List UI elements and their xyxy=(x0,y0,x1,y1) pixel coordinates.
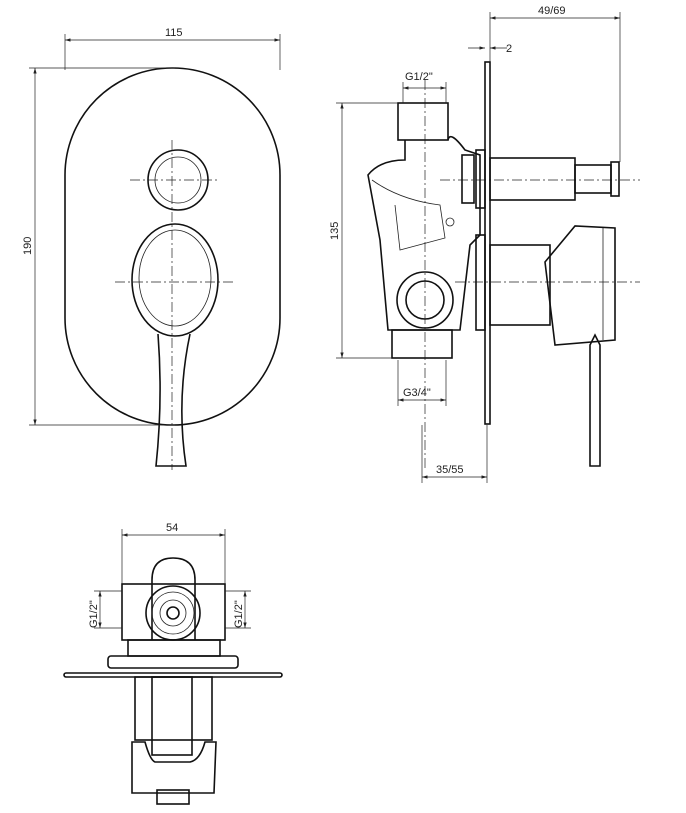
bottom-view: 54 G1/2" G1/2" xyxy=(63,522,283,805)
valve-body xyxy=(367,135,481,331)
lever-side xyxy=(589,333,601,467)
lever xyxy=(155,333,191,467)
dim-left-g12: G1/2" xyxy=(88,600,100,628)
side-view: 49/69 2 G1/2" 135 G3/4" 35/55 xyxy=(329,5,640,483)
lever-tip xyxy=(156,789,190,805)
diverter-button xyxy=(147,149,209,211)
dim-wall-35-55: 35/55 xyxy=(436,464,464,476)
top-inlet xyxy=(397,102,449,141)
dim-depth-49-69: 49/69 xyxy=(538,5,566,17)
front-view: 115 190 xyxy=(22,27,281,470)
dim-width-115: 115 xyxy=(165,27,183,39)
handle-bottom xyxy=(131,741,217,794)
dim-top-g12: G1/2" xyxy=(405,71,433,83)
dim-bottom-g34: G3/4" xyxy=(403,387,431,399)
bottom-outlet xyxy=(391,329,453,359)
cover-plate xyxy=(64,67,281,426)
dim-width-54: 54 xyxy=(166,522,178,534)
dim-height-190: 190 xyxy=(22,237,34,255)
handle-side xyxy=(544,225,616,346)
mounting-flange xyxy=(107,655,239,669)
inlet-port xyxy=(145,585,201,641)
dim-plate-2: 2 xyxy=(506,43,512,55)
cartridge-sleeve xyxy=(489,244,551,326)
cartridge xyxy=(134,676,213,741)
diverter-dome xyxy=(151,557,196,640)
outlet-ring xyxy=(396,271,454,329)
diverter-stem xyxy=(489,157,576,201)
handle-body xyxy=(131,223,219,337)
dim-height-135: 135 xyxy=(329,222,341,240)
dim-right-g12: G1/2" xyxy=(233,600,245,628)
